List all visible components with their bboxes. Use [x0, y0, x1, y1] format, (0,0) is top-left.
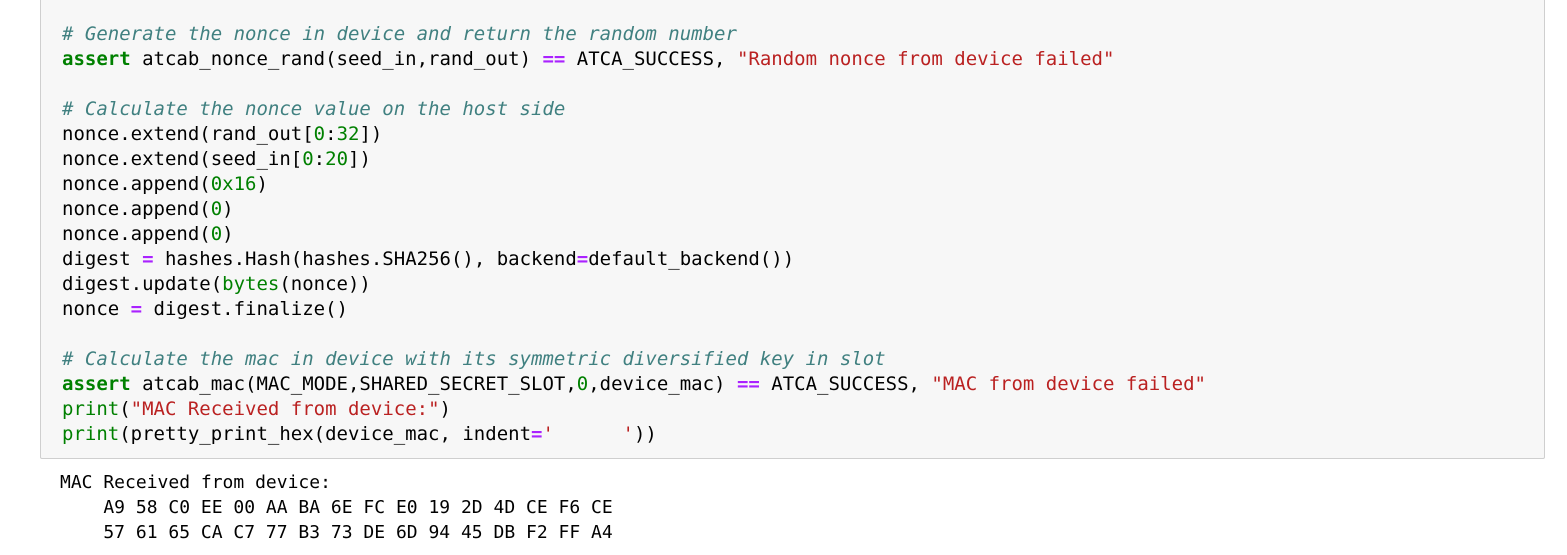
- code-token-pl: nonce.extend(seed_in[: [62, 148, 303, 170]
- code-token-pl: ): [439, 398, 451, 420]
- code-token-num: 0: [302, 148, 314, 170]
- code-token-pl: :: [313, 148, 326, 170]
- code-token-pl: ): [222, 198, 234, 220]
- code-line: # Calculate the nonce value on the host …: [62, 97, 1536, 122]
- code-token-pl: ,device_mac): [588, 373, 737, 395]
- code-token-pl: (nonce)): [279, 273, 371, 295]
- code-token-pl: hashes.Hash(hashes.SHA256(), backend: [153, 248, 577, 270]
- code-token-num: 0x16: [210, 173, 257, 195]
- code-token-op: =: [531, 423, 543, 445]
- code-token-pl: nonce.append(: [62, 198, 211, 220]
- code-token-str: ' ': [542, 423, 634, 445]
- code-token-str: "MAC Received from device:": [130, 398, 440, 420]
- code-line: assert atcab_mac(MAC_MODE,SHARED_SECRET_…: [62, 372, 1536, 397]
- code-token-pl: digest: [62, 248, 143, 270]
- code-token-pl: nonce.append(: [62, 223, 211, 245]
- code-token-pl: digest.finalize(): [142, 298, 348, 320]
- code-line: [62, 72, 1536, 97]
- code-line: # Calculate the mac in device with its s…: [62, 347, 1536, 372]
- code-line: print("MAC Received from device:"): [62, 397, 1536, 422]
- code-line: nonce = digest.finalize(): [62, 297, 1536, 322]
- code-token-com: # Calculate the nonce value on the host …: [62, 98, 566, 120]
- code-line: [62, 322, 1536, 347]
- code-line: digest = hashes.Hash(hashes.SHA256(), ba…: [62, 247, 1536, 272]
- code-editor[interactable]: # Generate the nonce in device and retur…: [41, 0, 1544, 458]
- code-token-pl: atcab_nonce_rand(seed_in,rand_out): [130, 48, 543, 70]
- code-line: nonce.append(0x16): [62, 172, 1536, 197]
- code-line: nonce.extend(seed_in[0:20]): [62, 147, 1536, 172]
- code-line: nonce.extend(rand_out[0:32]): [62, 122, 1536, 147]
- code-token-pl: ): [256, 173, 268, 195]
- code-line: digest.update(bytes(nonce)): [62, 272, 1536, 297]
- code-token-num: 20: [325, 148, 349, 170]
- code-line: assert atcab_nonce_rand(seed_in,rand_out…: [62, 47, 1536, 72]
- code-line: # Generate the nonce in device and retur…: [62, 22, 1536, 47]
- code-token-pl: )): [633, 423, 657, 445]
- code-token-pl: ATCA_SUCCESS,: [565, 48, 737, 70]
- output-line: MAC Received from device:: [60, 472, 331, 493]
- code-token-bi: print: [62, 423, 120, 445]
- code-line: nonce.append(0): [62, 222, 1536, 247]
- code-token-kw: assert: [62, 373, 131, 395]
- code-token-num: 32: [336, 123, 360, 145]
- code-token-num: 0: [576, 373, 589, 395]
- code-token-pl: ]): [359, 123, 383, 145]
- code-token-pl: ): [222, 223, 234, 245]
- code-token-com: # Calculate the mac in device with its s…: [62, 348, 886, 370]
- code-token-pl: ATCA_SUCCESS,: [759, 373, 932, 395]
- code-token-pl: atcab_mac(MAC_MODE,SHARED_SECRET_SLOT,: [130, 373, 577, 395]
- code-token-pl: (: [119, 398, 131, 420]
- code-token-pl: nonce.extend(rand_out[: [62, 123, 314, 145]
- code-token-op: ==: [542, 48, 566, 70]
- code-token-pl: digest.update(: [62, 273, 223, 295]
- code-token-op: =: [130, 298, 143, 320]
- code-token-str: "MAC from device failed": [931, 373, 1206, 395]
- code-token-pl: ]): [348, 148, 371, 170]
- code-token-bi: print: [62, 398, 120, 420]
- code-token-num: 0: [210, 198, 223, 220]
- cell-output: MAC Received from device: A9 58 C0 EE 00…: [60, 470, 613, 545]
- code-line: print(pretty_print_hex(device_mac, inden…: [62, 422, 1536, 447]
- code-token-op: =: [576, 248, 589, 270]
- output-line: A9 58 C0 EE 00 AA BA 6E FC E0 19 2D 4D C…: [60, 497, 613, 518]
- output-line: 57 61 65 CA C7 77 B3 73 DE 6D 94 45 DB F…: [60, 522, 613, 543]
- code-token-com: # Generate the nonce in device and retur…: [62, 23, 737, 45]
- code-token-num: 0: [210, 223, 223, 245]
- code-token-pl: (pretty_print_hex(device_mac, indent: [119, 423, 532, 445]
- code-token-num: 0: [313, 123, 326, 145]
- code-cell-input[interactable]: # Generate the nonce in device and retur…: [40, 0, 1545, 459]
- code-token-bi: bytes: [222, 273, 280, 295]
- code-token-pl: default_backend()): [588, 248, 795, 270]
- code-token-op: =: [142, 248, 154, 270]
- code-token-str: "Random nonce from device failed": [736, 48, 1115, 70]
- code-token-pl: nonce: [62, 298, 131, 320]
- code-token-pl: nonce.append(: [62, 173, 211, 195]
- code-line: nonce.append(0): [62, 197, 1536, 222]
- code-token-op: ==: [736, 373, 760, 395]
- code-token-kw: assert: [62, 48, 131, 70]
- code-token-pl: :: [325, 123, 337, 145]
